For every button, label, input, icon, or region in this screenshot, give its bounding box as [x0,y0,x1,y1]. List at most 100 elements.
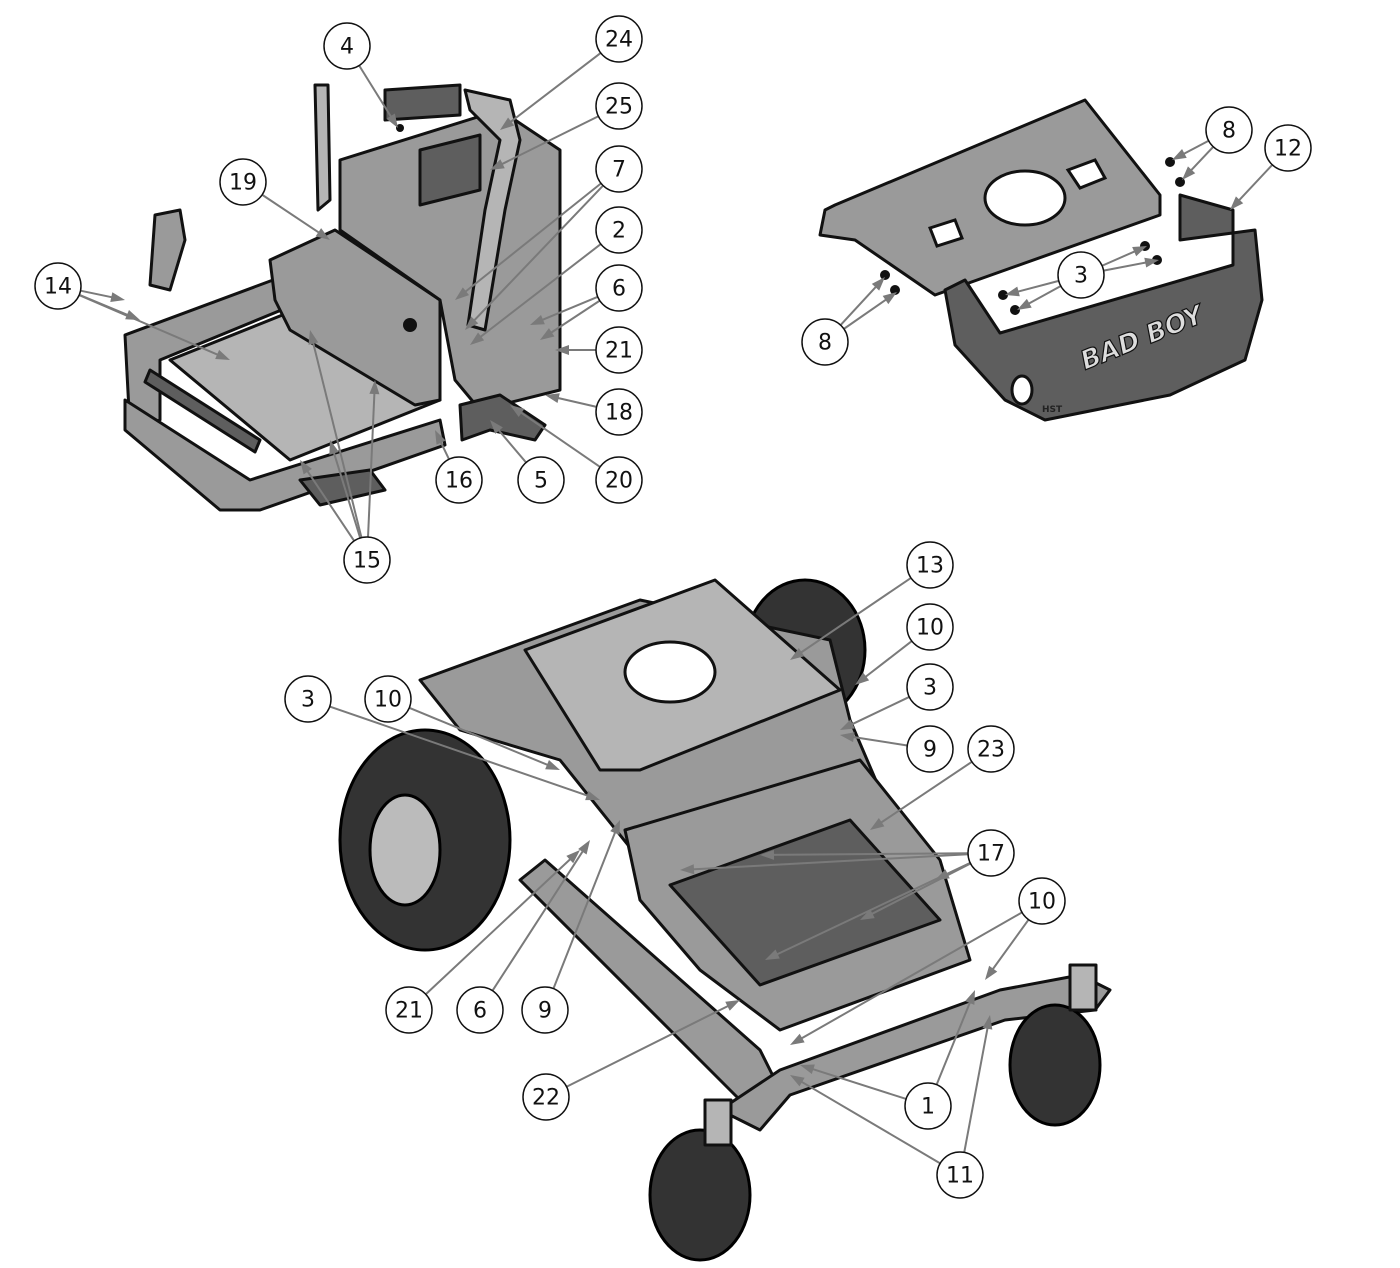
leader-arrowhead [790,1033,805,1045]
leader-arrowhead [308,330,319,345]
leader-arrowhead [435,430,446,445]
callout-number: 16 [445,469,473,494]
callout-circle [936,1151,984,1199]
leader-arrowhead [465,316,479,330]
switch-bank [383,83,462,122]
callout-number: 15 [353,549,381,574]
callout-circle [595,82,643,130]
callout-number: 3 [301,688,315,713]
callout-number: 10 [1028,890,1056,915]
leader-line [839,283,879,326]
leader-arrowhead [882,292,897,305]
callout-number: 19 [229,171,257,196]
callout-bubble-2: 2 [595,206,643,254]
leader-line [507,52,602,125]
leader-line [547,299,601,336]
callout-bubble-8: 8 [1205,106,1253,154]
leader-line [849,735,908,747]
seat-plate-hole [983,169,1067,227]
callout-number: 3 [1074,264,1088,289]
callout-number: 22 [532,1086,560,1111]
callout-number: 6 [473,999,487,1024]
callout-circle [1057,251,1105,299]
leader-line [1236,164,1274,204]
leader-line [498,115,599,167]
leader-line [552,828,618,989]
leader-arrowhead [840,719,855,730]
rear-shroud [943,193,1264,422]
callout-bubble-10: 10 [1018,877,1066,925]
callout-number: 6 [612,277,626,302]
callout-number: 17 [977,842,1005,867]
callout-circle [323,22,371,70]
callout-number: 1 [921,1095,935,1120]
leader-line [1101,249,1139,267]
leader-arrowhead [566,850,580,864]
callout-bubble-9: 9 [521,986,569,1034]
leader-line [331,449,362,539]
lower-assembly [338,578,1112,1262]
leader-arrowhead [840,732,855,743]
callout-bubble-15: 15 [343,536,391,584]
callout-bubble-22: 22 [522,1073,570,1121]
pedal-bracket [458,393,547,442]
leader-arrowhead [329,440,339,455]
callout-number: 8 [818,331,832,356]
leader-arrowhead [610,820,620,835]
caster-post-left [703,1098,733,1147]
callout-circle [456,986,504,1034]
callout-number: 21 [395,999,423,1024]
leader-arrowhead [369,380,380,395]
leader-line [329,705,591,798]
leader-arrowhead [765,949,780,960]
callout-circle [595,456,643,504]
callout-bubble-12: 12 [1264,124,1312,172]
leader-line [848,696,910,727]
leader-line [769,852,969,856]
steering-lever [313,83,332,212]
callout-bubble-23: 23 [967,725,1015,773]
leader-arrowhead [790,1075,805,1087]
wheel-hub [368,793,442,907]
callout-circle [34,262,82,310]
leader-line [877,760,973,826]
callout-circle [435,456,483,504]
leader-arrowhead [800,1064,815,1075]
leader-arrowhead [1172,149,1187,160]
shroud-hole [1010,374,1034,406]
square-cutout [928,218,964,248]
leader-line [462,182,602,295]
leader-arrowhead [1182,166,1196,180]
callout-bubble-18: 18 [595,388,643,436]
callout-bubble-6: 6 [595,264,643,312]
callout-bubble-8: 8 [801,318,849,366]
leader-arrowhead [545,393,560,404]
leader-line [1014,279,1060,294]
leader-line [358,65,394,121]
leader-arrowhead [578,840,590,855]
callout-bubble-17: 17 [967,829,1015,877]
callout-bubble-25: 25 [595,82,643,130]
leader-line [797,577,912,656]
callout-number: 8 [1222,119,1236,144]
callout-bubble-3: 3 [1057,251,1105,299]
leader-line [1025,285,1062,307]
callout-circle [385,986,433,1034]
leader-line [1180,139,1210,157]
leader-arrowhead [985,965,998,980]
callout-bubble-14: 14 [34,262,82,310]
callout-circle [906,725,954,773]
callout-circle [1264,124,1312,172]
callout-number: 20 [605,469,633,494]
callout-bubble-4: 4 [323,22,371,70]
seat-mount-hole [623,640,717,704]
leader-line [554,396,597,408]
upper-right-assembly: BAD BOY HST [818,98,1264,422]
front-axle [718,973,1112,1132]
callout-circle [595,388,643,436]
callout-circle [219,158,267,206]
hst-marking: HST [1042,405,1063,415]
callout-bubble-1: 1 [904,1082,952,1130]
leader-arrowhead [500,117,515,130]
